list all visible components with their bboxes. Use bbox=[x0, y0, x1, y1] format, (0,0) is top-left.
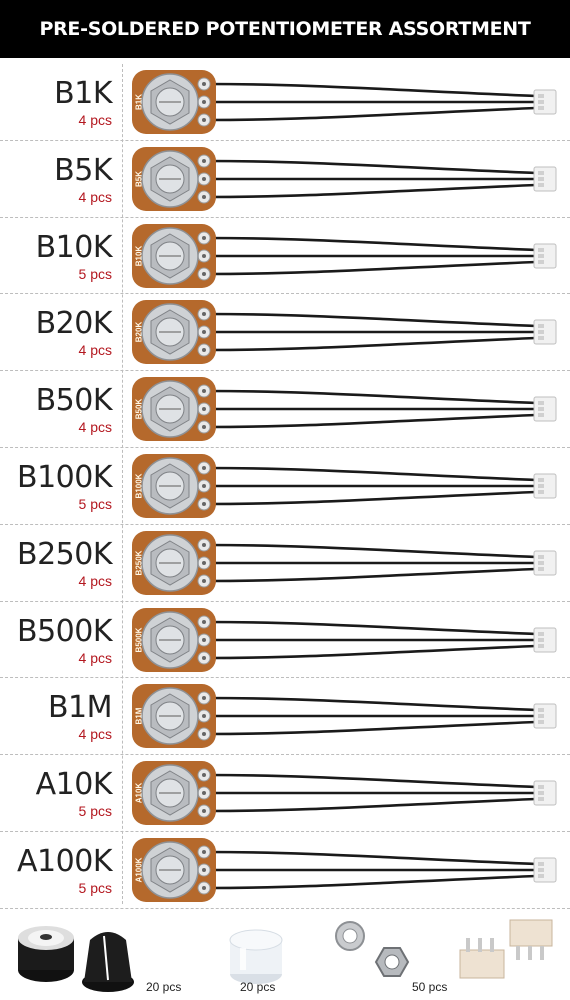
pot-value-label: B250K bbox=[16, 536, 113, 572]
pot-value-label: A10K bbox=[35, 767, 113, 803]
potentiometer-image: B50K bbox=[132, 377, 557, 442]
potentiometer-image: B20K bbox=[132, 300, 557, 365]
pot-value-label: B50K bbox=[35, 383, 113, 419]
pot-value-label: B10K bbox=[35, 229, 113, 265]
pcb-marking: A100K bbox=[135, 857, 144, 882]
column-divider bbox=[122, 64, 123, 904]
cap-qty: 20 pcs bbox=[240, 980, 276, 994]
pot-value-label: A100K bbox=[17, 843, 112, 879]
cap-icon bbox=[229, 929, 283, 984]
pot-quantity-label: 5 pcs bbox=[78, 879, 112, 896]
pot-value-label: B5K bbox=[54, 152, 112, 188]
nut-washer-icon bbox=[335, 921, 410, 977]
pot-quantity-label: 4 pcs bbox=[78, 419, 112, 436]
pot-quantity-label: 5 pcs bbox=[78, 803, 112, 820]
pcb-marking: B10K bbox=[135, 245, 144, 266]
pot-value-label: B500K bbox=[16, 613, 113, 649]
pot-value-label: B20K bbox=[35, 306, 113, 342]
accessories-row: 20 pcs 20 pcs 50 pcs bbox=[0, 902, 570, 1000]
pot-value-label: B1M bbox=[47, 690, 113, 726]
page-title: PRE-SOLDERED POTENTIOMETER ASSORTMENT bbox=[0, 0, 570, 58]
pcb-marking: A10K bbox=[135, 783, 144, 804]
potentiometer-image: B1K bbox=[132, 70, 557, 134]
pcb-marking: B5K bbox=[135, 171, 144, 187]
potentiometer-image: B1M bbox=[132, 684, 557, 749]
potentiometer-image: B250K bbox=[132, 530, 557, 595]
pcb-marking: B1K bbox=[135, 94, 144, 110]
potentiometer-image: A10K bbox=[132, 761, 557, 826]
pot-value-label: B1K bbox=[54, 76, 112, 111]
pot-quantity-label: 4 pcs bbox=[78, 112, 112, 128]
pcb-marking: B500K bbox=[135, 627, 144, 652]
knob-icon bbox=[18, 926, 134, 992]
potentiometer-image: A100K bbox=[132, 837, 557, 902]
pot-quantity-label: 4 pcs bbox=[78, 726, 112, 743]
pcb-marking: B100K bbox=[135, 473, 144, 498]
connector-qty: 50 pcs bbox=[412, 980, 448, 994]
pot-quantity-label: 4 pcs bbox=[78, 572, 112, 589]
pot-quantity-label: 4 pcs bbox=[78, 649, 112, 666]
pcb-marking: B50K bbox=[135, 399, 144, 420]
pcb-marking: B20K bbox=[135, 322, 144, 343]
potentiometer-image: B10K bbox=[132, 223, 557, 288]
connector-icon bbox=[459, 919, 553, 979]
pot-quantity-label: 4 pcs bbox=[78, 342, 112, 359]
knob-qty: 20 pcs bbox=[146, 980, 182, 994]
pcb-marking: B250K bbox=[135, 550, 144, 575]
pot-value-label: B100K bbox=[16, 459, 113, 495]
pot-quantity-label: 5 pcs bbox=[78, 495, 112, 512]
potentiometer-image: B500K bbox=[132, 607, 557, 672]
potentiometer-image: B100K bbox=[132, 453, 557, 518]
pot-quantity-label: 5 pcs bbox=[78, 265, 112, 282]
pcb-marking: B1M bbox=[135, 708, 144, 725]
potentiometer-image: B5K bbox=[132, 146, 557, 211]
pot-quantity-label: 4 pcs bbox=[78, 188, 112, 205]
